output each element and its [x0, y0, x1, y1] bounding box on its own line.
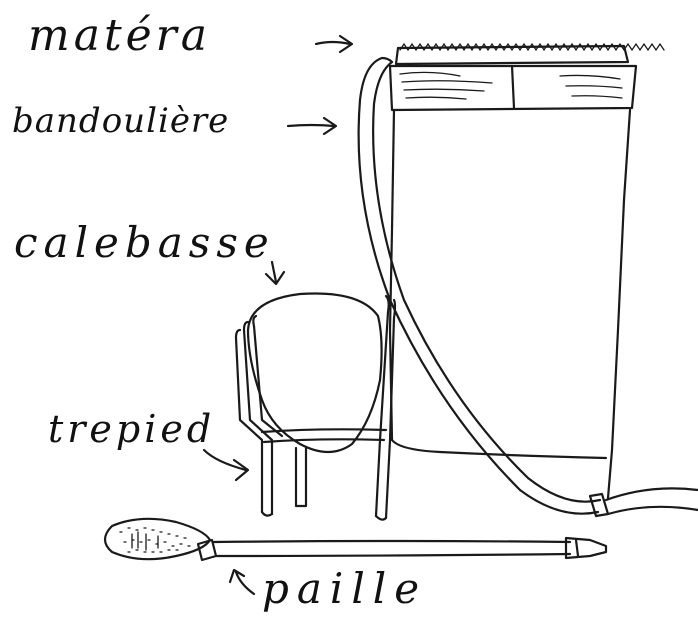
- label-calebasse: calebasse: [14, 222, 275, 264]
- matera-body: [390, 44, 664, 498]
- calebasse-gourd: [248, 293, 382, 452]
- label-bandouliere: bandoulière: [12, 104, 229, 138]
- arrow-paille: [230, 570, 254, 594]
- label-matera: matéra: [28, 14, 211, 58]
- arrow-bandouliere: [288, 118, 336, 134]
- label-paille: paille: [262, 568, 427, 610]
- paille-straw: [105, 519, 606, 560]
- arrow-trepied: [204, 450, 248, 480]
- arrow-matera: [316, 36, 352, 52]
- label-trepied: trepied: [48, 410, 215, 448]
